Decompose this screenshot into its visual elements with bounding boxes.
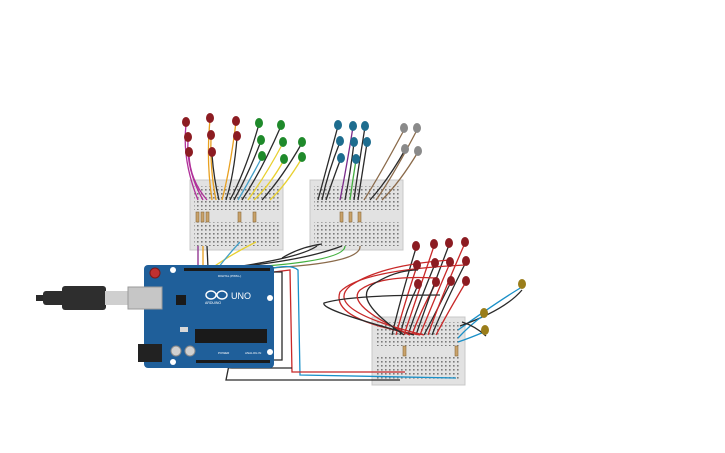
leds-yellow-bb3[interactable] <box>480 279 526 335</box>
arduino-uno-board[interactable]: UNO ARDUINO DIGITAL (PWM~) POWER ANALOG … <box>127 265 274 368</box>
uno-label: UNO <box>231 291 251 301</box>
leds-red-bb1[interactable] <box>182 113 241 157</box>
leds-green-bb1[interactable] <box>255 118 306 164</box>
leds-red-bb3[interactable] <box>412 237 470 289</box>
leds-blue-bb2[interactable] <box>334 120 371 164</box>
leds-gray-bb2[interactable] <box>400 123 422 156</box>
resistors <box>195 211 459 357</box>
analog-label: ANALOG IN <box>245 351 261 355</box>
arduino-logo-icon <box>205 290 228 300</box>
breadboard-2[interactable] <box>309 179 404 251</box>
usb-cable-icon <box>36 286 129 310</box>
digital-label: DIGITAL (PWM~) <box>218 274 241 278</box>
breadboard-1[interactable] <box>189 179 284 251</box>
power-label: POWER <box>218 351 230 355</box>
arduino-label: ARDUINO <box>205 301 221 305</box>
